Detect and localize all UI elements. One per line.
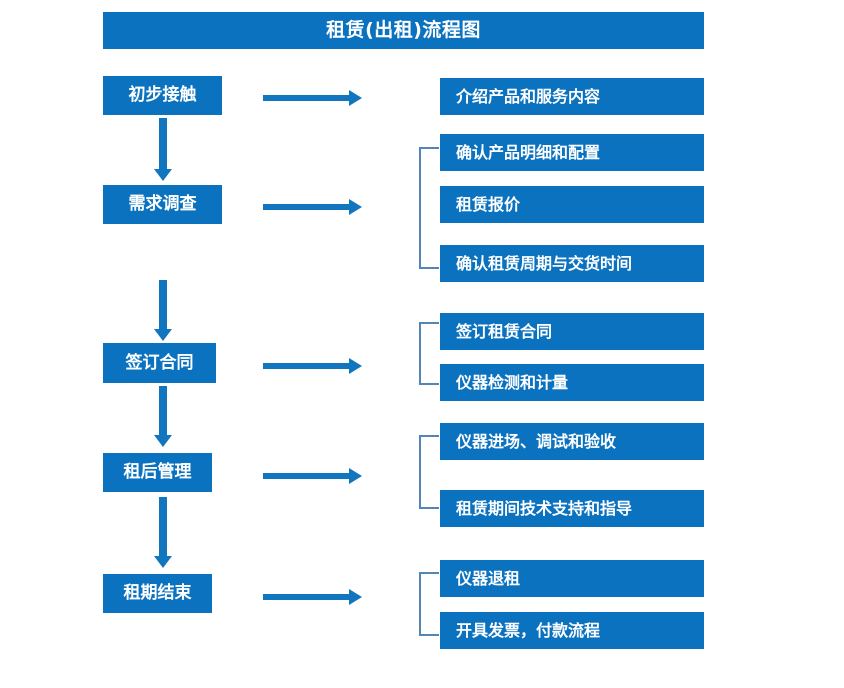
- group-bracket-postrent: [418, 435, 440, 509]
- detail-box-introduce-products[interactable]: 介绍产品和服务内容: [440, 78, 704, 115]
- detail-box-instrument-inspection[interactable]: 仪器检测和计量: [440, 364, 704, 401]
- chart-title-text: 租赁(出租)流程图: [326, 19, 481, 41]
- arrow-down-icon-contact-to-survey: [150, 118, 176, 182]
- detail-label: 仪器进场、调试和验收: [456, 431, 617, 451]
- stage-box-needs-survey[interactable]: 需求调查: [103, 185, 222, 224]
- stage-label: 签订合同: [125, 352, 194, 373]
- stage-box-sign-contract[interactable]: 签订合同: [103, 343, 216, 383]
- detail-box-instrument-return[interactable]: 仪器退租: [440, 560, 704, 597]
- detail-box-confirm-product-specs[interactable]: 确认产品明细和配置: [440, 134, 704, 171]
- detail-label: 仪器退租: [456, 568, 521, 588]
- detail-label: 签订租赁合同: [456, 321, 553, 341]
- detail-box-confirm-period-delivery[interactable]: 确认租赁周期与交货时间: [440, 245, 704, 282]
- detail-box-technical-support[interactable]: 租赁期间技术支持和指导: [440, 490, 704, 527]
- stage-label: 租期结束: [123, 583, 192, 603]
- detail-box-rental-quotation[interactable]: 租赁报价: [440, 186, 704, 223]
- chart-title-banner: 租赁(出租)流程图: [103, 12, 704, 49]
- detail-label: 开具发票，付款流程: [456, 620, 601, 640]
- arrow-right-icon-to-needs-group: [263, 196, 363, 218]
- detail-label: 租赁报价: [456, 194, 521, 214]
- stage-label: 租后管理: [123, 462, 192, 482]
- arrow-right-icon-to-postrent-group: [263, 465, 363, 487]
- group-bracket-end: [418, 572, 440, 636]
- arrow-right-icon-to-introduce: [263, 87, 363, 109]
- arrow-down-icon-postrent-to-end: [150, 497, 176, 569]
- group-bracket-needs: [418, 147, 440, 269]
- stage-box-rental-end[interactable]: 租期结束: [103, 574, 212, 613]
- detail-label: 介绍产品和服务内容: [456, 86, 601, 106]
- stage-label: 需求调查: [128, 194, 197, 214]
- detail-box-invoice-payment[interactable]: 开具发票，付款流程: [440, 612, 704, 649]
- group-bracket-contract: [418, 322, 440, 385]
- arrow-right-icon-to-end-group: [263, 586, 363, 608]
- detail-label: 确认产品明细和配置: [456, 142, 601, 162]
- stage-box-post-rent-admin[interactable]: 租后管理: [103, 453, 212, 492]
- arrow-down-icon-survey-to-contract: [150, 280, 176, 342]
- detail-label: 确认租赁周期与交货时间: [456, 253, 633, 273]
- stage-box-initial-contact[interactable]: 初步接触: [103, 76, 222, 115]
- detail-label: 租赁期间技术支持和指导: [456, 498, 633, 518]
- detail-box-instrument-onsite[interactable]: 仪器进场、调试和验收: [440, 423, 704, 460]
- detail-box-sign-rental-contract[interactable]: 签订租赁合同: [440, 313, 704, 350]
- detail-label: 仪器检测和计量: [456, 372, 569, 392]
- arrow-right-icon-to-contract-group: [263, 355, 363, 377]
- stage-label: 初步接触: [128, 85, 197, 105]
- arrow-down-icon-contract-to-postrent: [150, 386, 176, 448]
